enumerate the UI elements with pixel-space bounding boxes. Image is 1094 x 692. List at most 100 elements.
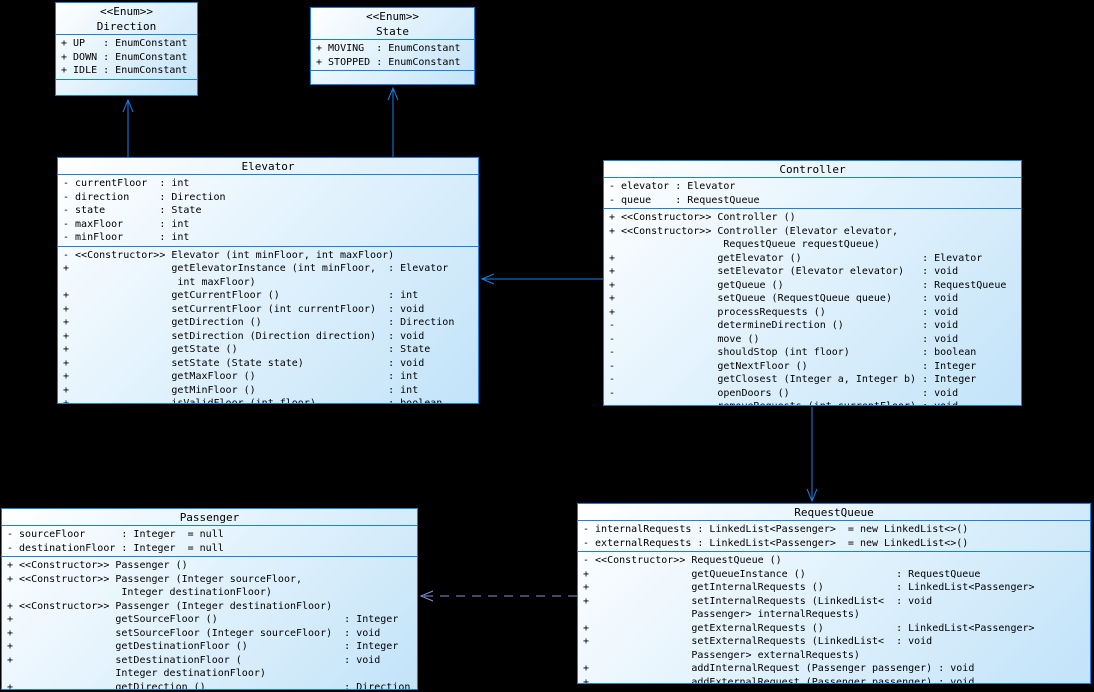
member-line: + IDLE : EnumConstant <box>61 65 188 76</box>
member-line: + setDirection (Direction direction) : v… <box>63 330 425 342</box>
member-line: + <<Constructor>> Controller (Elevator e… <box>609 225 898 237</box>
class-header-passenger: Passenger <box>2 509 417 526</box>
member-line: - minFloor : int <box>63 232 190 243</box>
member-line: + setDestinationFloor ( : void <box>7 654 381 666</box>
member-line: + getElevator () : Elevator <box>609 252 983 264</box>
member-line: + <<Constructor>> Passenger () <box>7 560 188 571</box>
member-line: + <<Constructor>> Controller () <box>609 212 796 223</box>
class-name: Controller <box>779 163 846 176</box>
member-line: + getDirection () : Direction <box>63 317 455 328</box>
member-line: + getMinFloor () : int <box>63 384 419 396</box>
member-line: + DOWN : EnumConstant <box>61 51 188 63</box>
attributes-compartment: + UP : EnumConstant + DOWN : EnumConstant… <box>56 35 197 80</box>
member-line: - getClosest (Integer a, Integer b) : In… <box>609 374 977 385</box>
methods-compartment: - <<Constructor>> RequestQueue () + getQu… <box>578 552 1090 684</box>
member-line: + setInternalRequests (LinkedList< : voi… <box>583 595 933 607</box>
member-line: + getMaxFloor () : int <box>63 371 419 382</box>
member-line: Passenger> externalRequests) <box>583 649 860 661</box>
member-line: - <<Constructor>> Elevator (int minFloor… <box>63 249 395 261</box>
member-line: - elevator : Elevator <box>609 181 736 192</box>
attributes-compartment: - currentFloor : int - direction : Direct… <box>58 175 478 247</box>
member-line: - determineDirection () : void <box>609 320 959 331</box>
member-line: + UP : EnumConstant <box>61 38 188 49</box>
member-line: - <<Constructor>> RequestQueue () <box>583 555 782 566</box>
class-header-elevator: Elevator <box>58 158 478 175</box>
member-line: - direction : Direction <box>63 191 226 203</box>
member-line: - destinationFloor : Integer = null <box>7 542 224 554</box>
methods-compartment <box>311 71 474 84</box>
member-line: Passenger> internalRequests) <box>583 609 860 620</box>
class-name: RequestQueue <box>794 506 874 519</box>
methods-compartment <box>56 80 197 96</box>
class-name: Elevator <box>241 160 295 173</box>
member-line: + setElevator (Elevator elevator) : void <box>609 266 959 277</box>
attributes-compartment: - elevator : Elevator - queue : RequestQu… <box>604 178 1021 209</box>
class-box-direction[interactable]: <<Enum>> Direction + UP : EnumConstant+ … <box>55 2 198 96</box>
class-header-direction: <<Enum>> Direction <box>56 3 197 35</box>
member-line: RequestQueue requestQueue) <box>609 239 880 250</box>
class-header-state: <<Enum>> State <box>311 8 474 40</box>
member-line: - maxFloor : int <box>63 218 190 230</box>
class-name: Passenger <box>179 511 240 524</box>
class-box-requestqueue[interactable]: RequestQueue - internalRequests : Linked… <box>577 503 1091 684</box>
member-line: - removeRequests (int currentFloor) : vo… <box>604 400 1021 405</box>
member-line: Integer destinationFloor) <box>7 668 266 679</box>
attributes-compartment: + MOVING : EnumConstant + STOPPED : EnumC… <box>311 40 474 71</box>
association-controller-to-elevator-arrow[interactable] <box>480 273 603 285</box>
member-line: + getInternalRequests () : LinkedList<Pa… <box>583 582 1035 593</box>
member-line: int maxFloor) <box>63 276 256 288</box>
class-header-controller: Controller <box>604 161 1021 178</box>
member-line: + getExternalRequests () : LinkedList<Pa… <box>583 622 1035 634</box>
member-line: - queue : RequestQueue <box>609 194 760 206</box>
member-line: + setSourceFloor (Integer sourceFloor) :… <box>7 627 381 639</box>
member-line: + isValidFloor (int floor) : boolean <box>63 398 443 404</box>
member-line: + setState (State state) : void <box>63 357 425 369</box>
association-elevator-to-state-arrow[interactable] <box>387 86 399 157</box>
attributes-compartment: - sourceFloor : Integer = null - destinat… <box>2 526 417 557</box>
association-elevator-to-direction-arrow[interactable] <box>122 98 134 157</box>
member-line: - currentFloor : int <box>63 178 190 189</box>
member-line: + getState () : State <box>63 344 431 355</box>
member-line: + setQueue (RequestQueue queue) : void <box>609 293 959 304</box>
member-line: - state : State <box>63 205 202 216</box>
member-line: Integer destinationFloor) <box>7 587 272 598</box>
member-line: + getElevatorInstance (int minFloor, : E… <box>63 263 449 274</box>
member-line: - externalRequests : LinkedList<Passenge… <box>583 537 969 549</box>
member-line: + getCurrentFloor () : int <box>63 290 419 301</box>
member-line: + STOPPED : EnumConstant <box>316 56 461 68</box>
member-line: + addExternalRequest (Passenger passenge… <box>583 676 975 684</box>
attributes-compartment: - internalRequests : LinkedList<Passenge… <box>578 521 1090 552</box>
member-line: + getQueue () : RequestQueue <box>609 279 1007 291</box>
methods-compartment: + <<Constructor>> Controller () + <<Const… <box>604 209 1021 405</box>
member-line: - internalRequests : LinkedList<Passenge… <box>583 524 969 535</box>
methods-compartment: - <<Constructor>> Elevator (int minFloor… <box>58 247 478 404</box>
member-line: - shouldStop (int floor) : boolean <box>609 347 977 358</box>
stereotype-label: <<Enum>> <box>100 5 153 18</box>
methods-compartment: + <<Constructor>> Passenger () + <<Constr… <box>2 557 417 690</box>
member-line: + getSourceFloor () : Integer <box>7 614 399 625</box>
member-line: - sourceFloor : Integer = null <box>7 529 224 540</box>
member-line: + MOVING : EnumConstant <box>316 43 461 54</box>
stereotype-label: <<Enum>> <box>366 10 419 23</box>
dependency-requestqueue-to-passenger-arrow[interactable] <box>419 590 577 602</box>
class-box-elevator[interactable]: Elevator - currentFloor : int - direction… <box>57 157 479 404</box>
class-box-state[interactable]: <<Enum>> State + MOVING : EnumConstant+ … <box>310 7 475 85</box>
class-name: Direction <box>96 20 157 33</box>
member-line: + <<Constructor>> Passenger (Integer des… <box>7 600 333 612</box>
association-controller-to-requestqueue-arrow[interactable] <box>806 407 818 503</box>
class-header-requestqueue: RequestQueue <box>578 504 1090 521</box>
member-line: + getDirection () : Direction <box>7 681 411 690</box>
member-line: + addInternalRequest (Passenger passenge… <box>583 663 975 674</box>
member-line: - openDoors () : void <box>609 387 959 399</box>
class-name: State <box>375 25 410 38</box>
class-box-passenger[interactable]: Passenger - sourceFloor : Integer = null… <box>1 508 418 690</box>
member-line: + getQueueInstance () : RequestQueue <box>583 568 981 580</box>
member-line: - getNextFloor () : Integer <box>609 360 977 372</box>
member-line: + <<Constructor>> Passenger (Integer sou… <box>7 573 303 585</box>
member-line: + getDestinationFloor () : Integer <box>7 641 399 652</box>
member-line: + setCurrentFloor (int currentFloor) : v… <box>63 303 425 315</box>
class-box-controller[interactable]: Controller - elevator : Elevator - queue … <box>603 160 1022 406</box>
member-line: - move () : void <box>609 333 959 345</box>
